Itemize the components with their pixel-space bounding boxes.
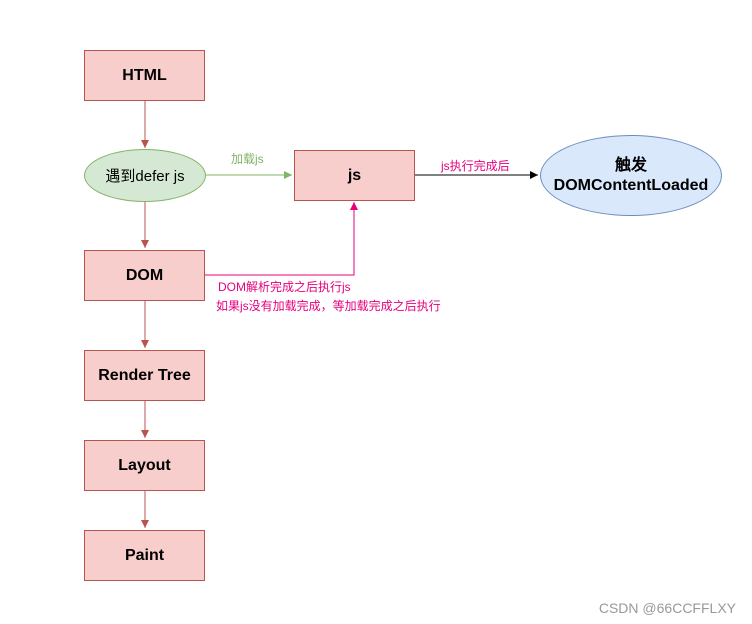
dcl-line1: 触发 [614, 156, 647, 174]
label-load-js: 加载js [231, 152, 264, 166]
node-defer-js: 遇到defer js [84, 149, 206, 202]
label-wait-load: 如果js没有加载完成，等加载完成之后执行 [216, 299, 441, 313]
dcl-line2: DOMContentLoaded [553, 176, 709, 194]
label-dom-parsed: DOM解析完成之后执行js [218, 280, 351, 294]
node-html: HTML [84, 50, 205, 101]
edge-dom-js [205, 202, 358, 276]
node-render-tree: Render Tree [84, 350, 205, 401]
watermark: CSDN @66CCFFLXY [598, 600, 736, 616]
node-js: js [294, 150, 415, 201]
node-layout: Layout [84, 440, 205, 491]
node-paint: Paint [84, 530, 205, 581]
node-domcontentloaded: 触发 DOMContentLoaded [540, 135, 722, 216]
node-dom: DOM [84, 250, 205, 301]
label-js-done: js执行完成后 [441, 159, 510, 173]
